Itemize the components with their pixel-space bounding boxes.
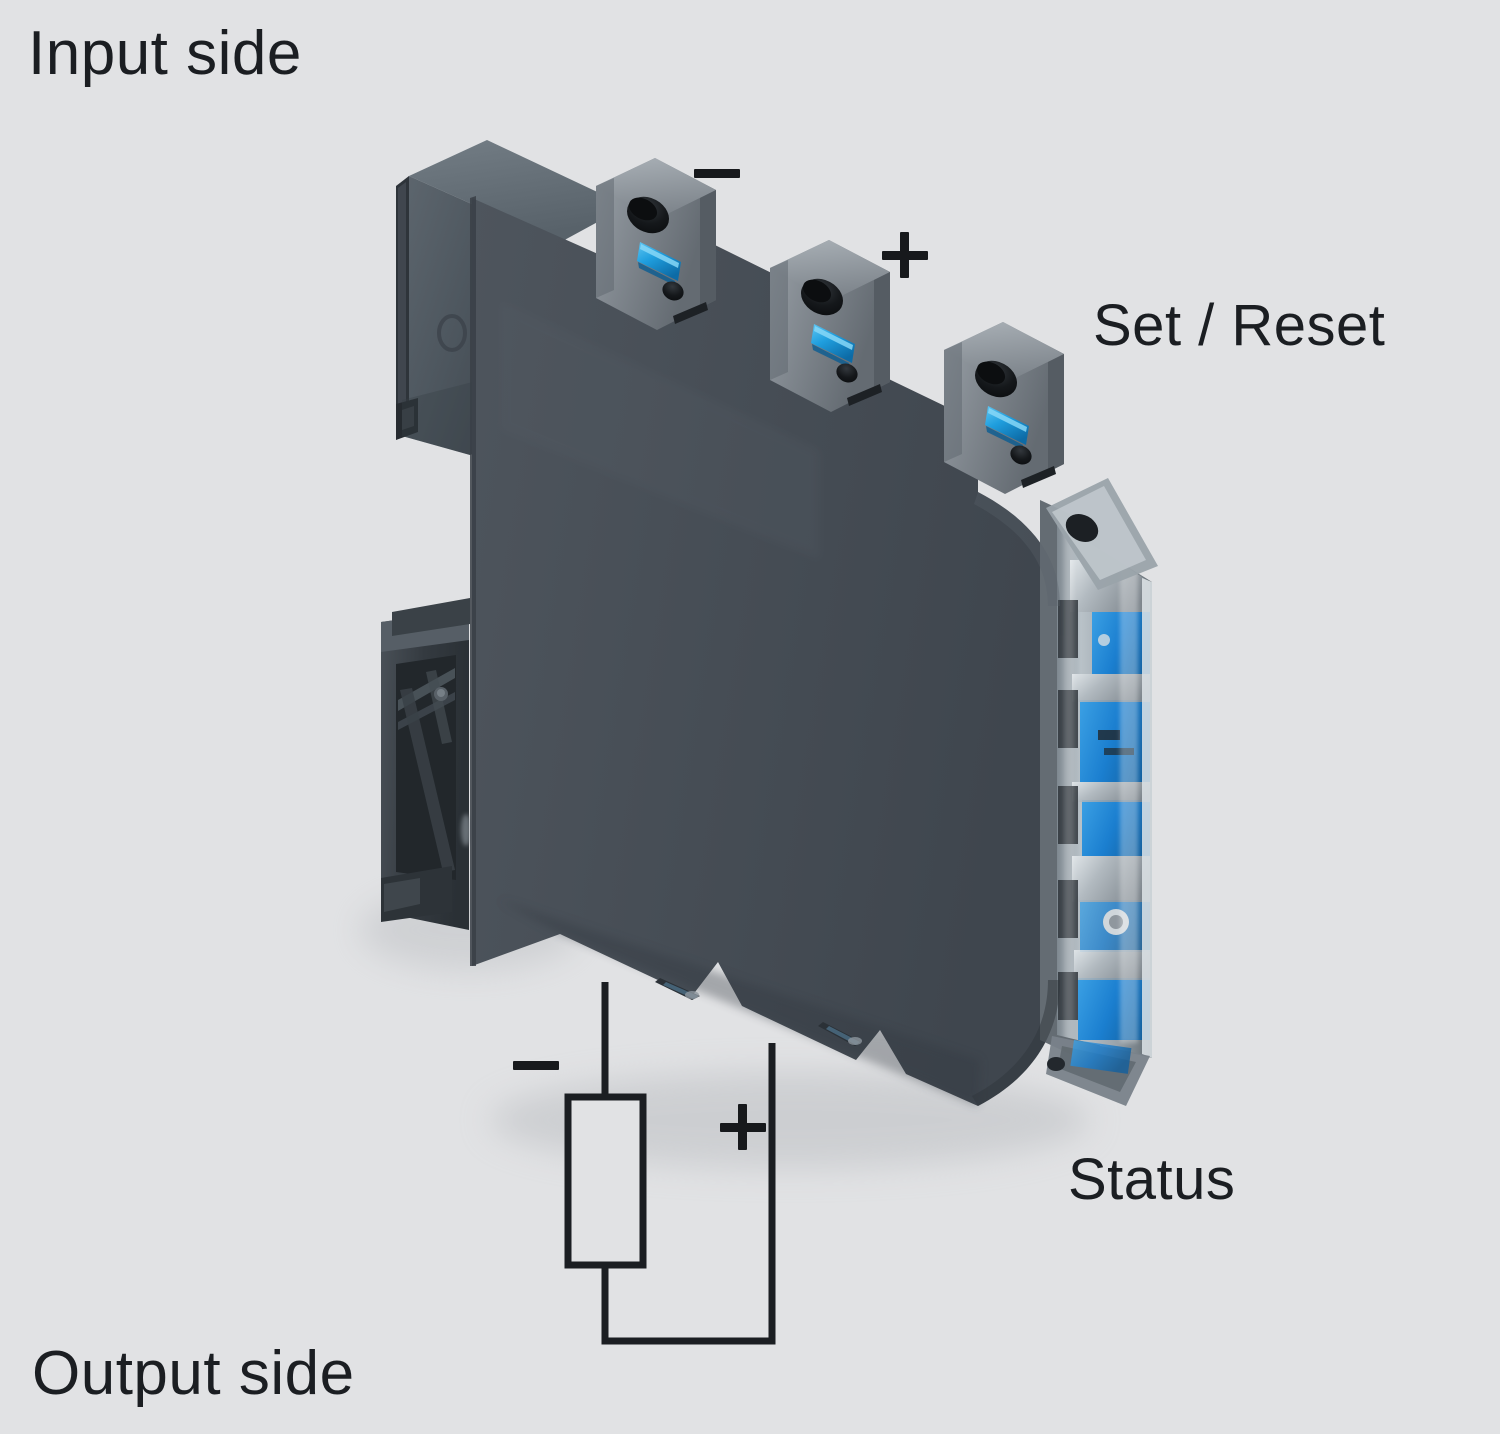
polarity-plus-input-icon <box>882 232 928 278</box>
polarity-plus-output-icon <box>720 1104 766 1150</box>
test-probe-hole[interactable] <box>1007 442 1035 468</box>
output-terminal-notch-positive <box>818 1022 862 1046</box>
status-window-panel <box>1040 478 1158 1106</box>
spring-clamp-lever[interactable] <box>811 324 855 368</box>
release-slot[interactable] <box>1021 466 1056 488</box>
polarity-minus-output-icon <box>513 1042 559 1088</box>
spring-clamp-lever[interactable] <box>985 406 1029 450</box>
load-symbol <box>564 1093 647 1269</box>
spring-clamp-lever[interactable] <box>637 242 681 286</box>
terminal-input-negative[interactable] <box>596 158 716 330</box>
output-terminal-notch-negative <box>655 978 700 1000</box>
label-status: Status <box>1068 1147 1236 1212</box>
wire-entry-hole[interactable] <box>621 190 676 241</box>
label-input-side: Input side <box>28 19 302 88</box>
release-slot[interactable] <box>847 384 882 406</box>
release-slot[interactable] <box>673 302 708 324</box>
din-rail-clip <box>381 598 471 930</box>
polarity-minus-input-icon <box>694 150 740 196</box>
wire-entry-hole[interactable] <box>795 272 850 323</box>
wire-entry-hole[interactable] <box>969 354 1024 405</box>
test-probe-hole[interactable] <box>833 360 861 386</box>
label-output-side: Output side <box>32 1339 355 1408</box>
terminal-set-reset[interactable] <box>944 322 1064 494</box>
housing-front-face <box>470 196 1060 1106</box>
terminal-input-positive[interactable] <box>770 240 890 412</box>
test-probe-hole[interactable] <box>659 278 687 304</box>
label-set-reset: Set / Reset <box>1093 293 1386 358</box>
housing-edge-highlights <box>972 492 1060 1106</box>
